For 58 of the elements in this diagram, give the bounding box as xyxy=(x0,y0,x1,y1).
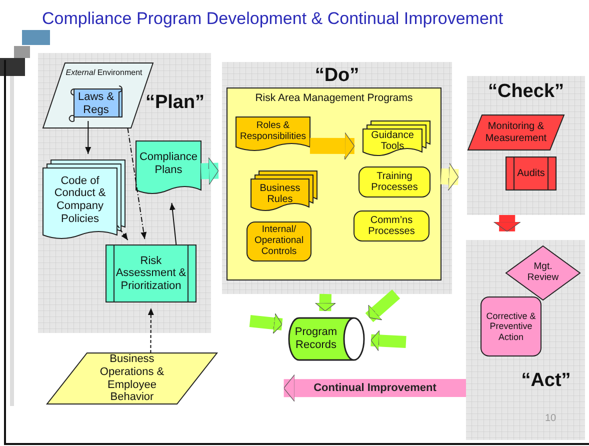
phase-heading: “Check” xyxy=(486,82,566,101)
block-arrow xyxy=(314,294,336,312)
document-stack xyxy=(363,121,430,159)
arrow xyxy=(85,120,92,154)
node-label: Risk Area Management Programs xyxy=(254,91,414,105)
block-arrow xyxy=(310,132,355,160)
block-arrow xyxy=(249,313,283,334)
node-label: Guidance Tools xyxy=(370,129,415,153)
node-label: Laws & Regs xyxy=(76,90,116,118)
phase-heading: “Do” xyxy=(314,66,360,85)
node-label: Business Operations & Employee Behavior xyxy=(98,353,166,404)
node-label: Mgt. Review xyxy=(526,260,560,285)
document-shape xyxy=(236,117,310,154)
arrow xyxy=(127,128,147,240)
block-arrow xyxy=(493,214,521,232)
node-label: Internal/ Operational Controls xyxy=(253,223,305,259)
block-arrow xyxy=(200,157,219,185)
rounded-box xyxy=(354,211,429,241)
plan-panel xyxy=(38,53,211,333)
scroll-shape xyxy=(68,86,124,121)
arrow xyxy=(148,308,154,354)
arrow xyxy=(117,225,128,241)
block-arrow xyxy=(370,330,406,352)
node-label: Corrective & Preventive Action xyxy=(485,310,537,344)
node-label: Code of Conduct & Company Policies xyxy=(53,174,107,227)
program-box xyxy=(227,88,441,280)
block-arrow xyxy=(284,374,466,402)
node-label: Roles & Responsibilities xyxy=(238,119,307,144)
predefined-process-box xyxy=(106,245,196,302)
document-stack xyxy=(251,171,317,214)
node-label: Program Records xyxy=(294,325,338,353)
node-label: External Environment xyxy=(64,67,144,79)
phase-heading: “Act” xyxy=(520,371,572,390)
act-panel xyxy=(466,240,585,440)
document-stack xyxy=(43,160,125,242)
node-label: Comm’ns Processes xyxy=(367,214,416,239)
node-label: Training Processes xyxy=(370,170,419,195)
predefined-process-box xyxy=(506,157,556,190)
parallelogram xyxy=(468,115,564,150)
page-number: 10 xyxy=(545,413,556,424)
parallelogram xyxy=(47,353,217,404)
node-label: Audits xyxy=(516,166,546,181)
storage-cylinder xyxy=(289,318,364,360)
rounded-box xyxy=(247,222,311,261)
arrow xyxy=(170,202,177,246)
title: Compliance Program Development & Continual Improvement xyxy=(42,9,504,29)
node-label: Compliance Plans xyxy=(138,150,199,178)
rounded-box xyxy=(481,297,541,356)
node-label: Monitoring & Measurement xyxy=(484,120,548,146)
block-arrow xyxy=(440,162,459,191)
decision-diamond xyxy=(506,246,580,300)
do-panel xyxy=(222,62,452,294)
check-panel xyxy=(467,76,585,215)
phase-heading: “Plan” xyxy=(144,93,206,112)
document-shape xyxy=(136,141,201,197)
rounded-box xyxy=(359,167,430,197)
node-label: Business Rules xyxy=(258,182,302,207)
node-label: Risk Assessment & Prioritization xyxy=(114,254,188,294)
